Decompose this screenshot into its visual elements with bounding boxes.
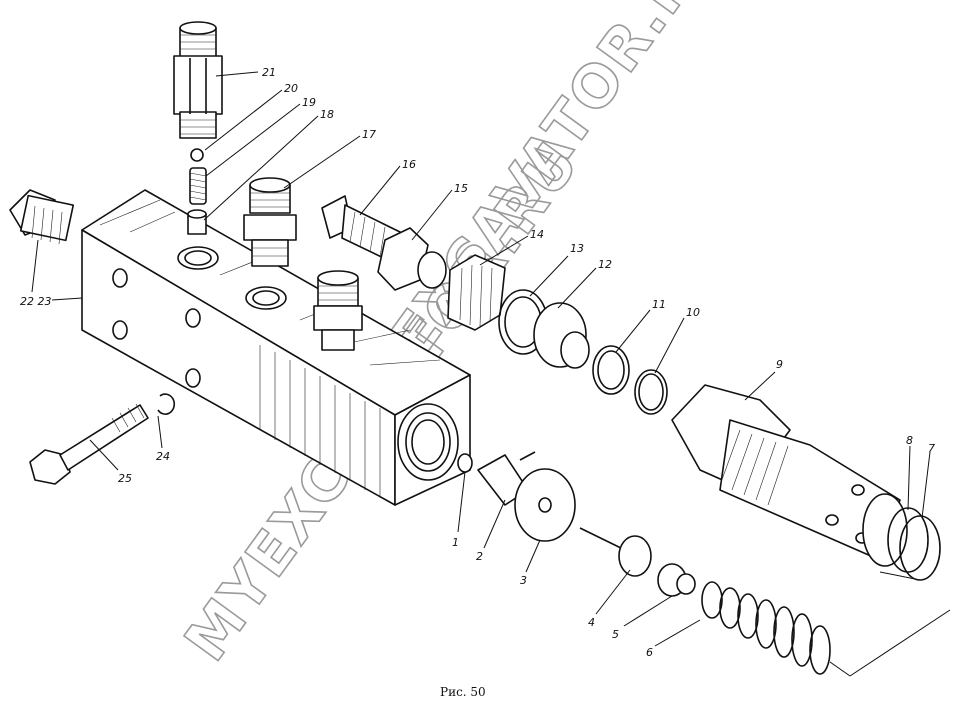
callout-18: 18 <box>320 108 334 121</box>
figure-caption: Рис. 50 <box>440 685 486 699</box>
callout-22-23: 22 23 <box>20 295 52 308</box>
callout-4: 4 <box>588 616 595 629</box>
part-21-union-fitting <box>173 21 223 139</box>
part-20-ball <box>190 148 204 162</box>
part-1-pin <box>457 453 473 473</box>
callout-15: 15 <box>454 182 468 195</box>
part-6-spring <box>701 581 831 675</box>
callout-14: 14 <box>530 228 544 241</box>
part-fitting-lower <box>313 270 363 351</box>
part-24-washer <box>157 393 176 415</box>
part-12-piston <box>533 302 590 369</box>
callout-20: 20 <box>284 82 298 95</box>
leader-lines <box>31 71 951 677</box>
part-19-spring <box>189 167 207 205</box>
callout-6: 6 <box>646 646 653 659</box>
callout-12: 12 <box>598 258 612 271</box>
callout-9: 9 <box>776 358 783 371</box>
part-5-spring-seat <box>657 563 696 597</box>
part-14-nut <box>447 254 506 331</box>
callout-16: 16 <box>402 158 416 171</box>
callout-21: 21 <box>262 66 276 79</box>
callout-19: 19 <box>302 96 316 109</box>
callout-5: 5 <box>612 628 619 641</box>
callout-2: 2 <box>476 550 483 563</box>
part-4-valve <box>579 527 652 577</box>
callout-10: 10 <box>686 306 700 319</box>
valve-body-block <box>81 189 471 506</box>
callout-25: 25 <box>118 472 132 485</box>
callout-13: 13 <box>570 242 584 255</box>
part-9-valve-housing <box>671 384 908 567</box>
callout-7: 7 <box>928 442 935 455</box>
callout-8: 8 <box>906 434 913 447</box>
part-3-disc <box>514 468 576 542</box>
part-10-ring <box>634 369 668 415</box>
part-7-ring <box>899 515 941 581</box>
callout-11: 11 <box>652 298 666 311</box>
part-17-fitting <box>243 177 297 267</box>
callout-17: 17 <box>362 128 376 141</box>
part-15-locknut <box>377 227 447 291</box>
part-25-bolt <box>29 403 149 485</box>
part-18-seat <box>187 209 207 235</box>
part-22-plug <box>9 189 75 245</box>
callout-3: 3 <box>520 574 527 587</box>
callout-24: 24 <box>156 450 170 463</box>
callout-1: 1 <box>452 536 459 549</box>
part-11-ring <box>592 345 630 395</box>
